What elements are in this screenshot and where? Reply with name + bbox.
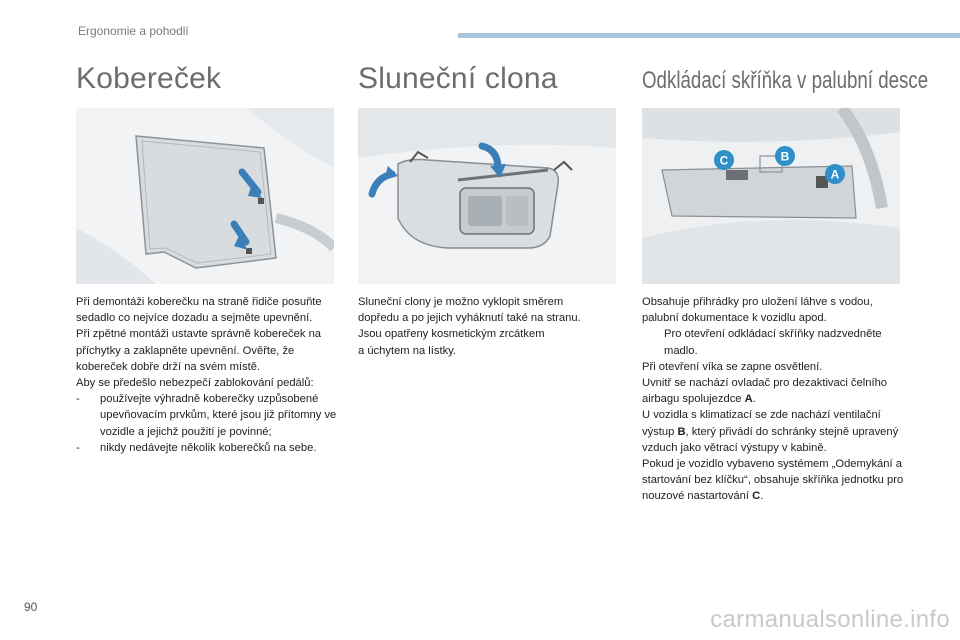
paragraph: Při otevření víka se zapne osvětlení.: [642, 360, 823, 373]
text-kobercek: Při demontáži koberečku na straně řidiče…: [76, 294, 338, 456]
paragraph: Aby se předešlo nebezpečí zablokování pe…: [76, 377, 314, 390]
list-item: - nikdy nedávejte několik koberečků na s…: [76, 440, 338, 456]
list-item: - používejte výhradně koberečky uzpůsobe…: [76, 391, 338, 440]
text-line: Sluneční clony je možno vyklopit směrem: [358, 296, 564, 308]
list-item: Pro otevření odkládací skříňky nadzvedně…: [642, 326, 908, 358]
section-header: Ergonomie a pohodlí: [78, 24, 189, 38]
bullet-marker: [642, 326, 664, 358]
watermark: carmanualsonline.info: [710, 606, 950, 633]
paragraph: Při zpětné montáži ustavte správně kober…: [76, 328, 322, 373]
sun-visor-illustration: [358, 108, 616, 284]
paragraph: Uvnitř se nachází ovladač pro dezaktivac…: [642, 377, 888, 406]
text-line: dopředu a po jejich vyháknutí také na st…: [358, 312, 581, 325]
paragraph: Pokud je vozidlo vybaveno systémem „Odem…: [642, 458, 904, 503]
dash-marker: -: [76, 441, 80, 454]
paragraph: Při demontáži koberečku na straně řidiče…: [76, 296, 322, 325]
text-line: Jsou opatřeny kosmetickým zrcátkem: [358, 328, 545, 341]
callout-c: C: [720, 154, 729, 168]
callout-a: A: [831, 168, 840, 182]
paragraph: Obsahuje přihrádky pro uložení láhve s v…: [642, 296, 873, 325]
title-slunecni-clona: Sluneční clona: [358, 62, 558, 95]
header-accent-bar: [458, 33, 960, 38]
text-line: a úchytem na lístky.: [358, 344, 457, 357]
text-odkladaci-skrinka: Obsahuje přihrádky pro uložení láhve s v…: [642, 294, 908, 505]
floor-mat-illustration: [76, 108, 334, 284]
callout-b: B: [781, 150, 790, 164]
glovebox-illustration: C B A: [642, 108, 900, 284]
page-number: 90: [24, 600, 38, 614]
title-kobercek: Kobereček: [76, 62, 222, 95]
dash-marker: -: [76, 393, 80, 406]
text-slunecni-clona: Sluneční clony je možno vyklopit směrem …: [358, 294, 620, 359]
paragraph: U vozidla s klimatizací se zde nachází v…: [642, 409, 899, 454]
title-odkladaci-skrinka: Odkládací skříňka v palubní desce: [642, 67, 929, 94]
